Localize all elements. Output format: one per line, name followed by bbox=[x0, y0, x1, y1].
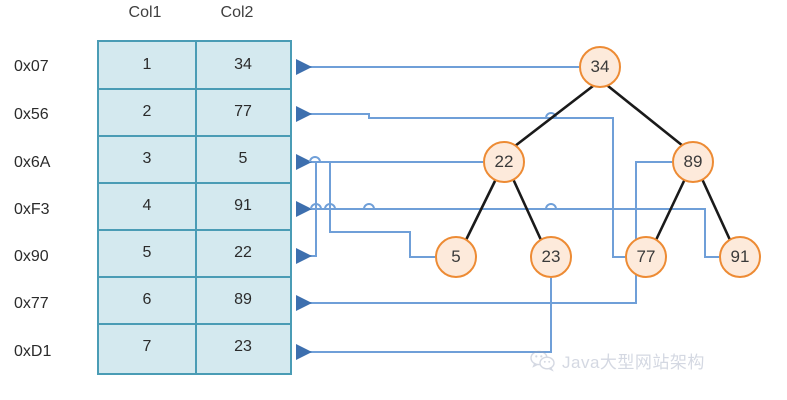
table-cell: 91 bbox=[234, 197, 252, 214]
address-label: 0x77 bbox=[14, 295, 49, 312]
tree-edge-22-23 bbox=[512, 179, 543, 242]
tree-edge-22-5 bbox=[464, 179, 497, 242]
tree-edge-root-22 bbox=[513, 84, 595, 148]
row-divider bbox=[99, 88, 290, 90]
address-label: 0xF3 bbox=[14, 201, 50, 218]
column-header-col2: Col2 bbox=[220, 4, 254, 21]
row-divider bbox=[99, 182, 290, 184]
table-cell: 2 bbox=[142, 103, 152, 120]
watermark-text: Java大型网站架构 bbox=[562, 353, 705, 372]
tree-edge-root-89 bbox=[606, 84, 685, 148]
address-label: 0x6A bbox=[14, 154, 51, 171]
tree-node-22[interactable]: 22 bbox=[483, 141, 525, 183]
table-cell: 89 bbox=[234, 291, 252, 308]
table-cell: 1 bbox=[142, 56, 152, 73]
table-cell: 4 bbox=[142, 197, 152, 214]
table-cell: 3 bbox=[142, 150, 152, 167]
tree-node-89[interactable]: 89 bbox=[672, 141, 714, 183]
pointer-22-to-0x90 bbox=[296, 161, 483, 264]
column-divider bbox=[195, 42, 197, 373]
table-cell: 23 bbox=[234, 338, 252, 355]
line-hop bbox=[324, 203, 336, 210]
tree-edge-89-91 bbox=[701, 179, 732, 242]
table-cell: 5 bbox=[142, 244, 152, 261]
line-hop bbox=[545, 112, 557, 119]
table-cell: 77 bbox=[234, 103, 252, 120]
tree-node-77[interactable]: 77 bbox=[625, 236, 667, 278]
table-cell: 22 bbox=[234, 244, 252, 261]
table-cell: 34 bbox=[234, 56, 252, 73]
row-divider bbox=[99, 135, 290, 137]
line-hop bbox=[309, 156, 321, 163]
table-cell: 7 bbox=[142, 338, 152, 355]
pointer-23-to-0xD1 bbox=[296, 278, 552, 360]
line-hop bbox=[310, 203, 322, 210]
data-table: 1 34 2 77 3 5 4 91 5 22 6 89 7 23 bbox=[97, 40, 292, 375]
watermark: Java大型网站架构 bbox=[530, 348, 705, 373]
pointer-77-to-0x56 bbox=[296, 106, 625, 258]
address-label: 0xD1 bbox=[14, 343, 52, 360]
tree-node-5[interactable]: 5 bbox=[435, 236, 477, 278]
tree-node-23[interactable]: 23 bbox=[530, 236, 572, 278]
table-cell: 5 bbox=[238, 150, 248, 167]
address-label: 0x56 bbox=[14, 106, 49, 123]
address-label: 0x90 bbox=[14, 248, 49, 265]
table-cell: 6 bbox=[142, 291, 152, 308]
tree-edge-89-77 bbox=[654, 179, 686, 242]
row-divider bbox=[99, 229, 290, 231]
tree-node-91[interactable]: 91 bbox=[719, 236, 761, 278]
address-label: 0x07 bbox=[14, 58, 49, 75]
wechat-icon bbox=[530, 350, 555, 372]
pointer-89-to-0x77 bbox=[296, 161, 672, 311]
line-hop bbox=[545, 203, 557, 210]
tree-node-root[interactable]: 34 bbox=[579, 46, 621, 88]
row-divider bbox=[99, 323, 290, 325]
column-header-col1: Col1 bbox=[128, 4, 162, 21]
pointer-91-to-0xF3 bbox=[296, 201, 719, 258]
line-hop bbox=[363, 203, 375, 210]
row-divider bbox=[99, 276, 290, 278]
